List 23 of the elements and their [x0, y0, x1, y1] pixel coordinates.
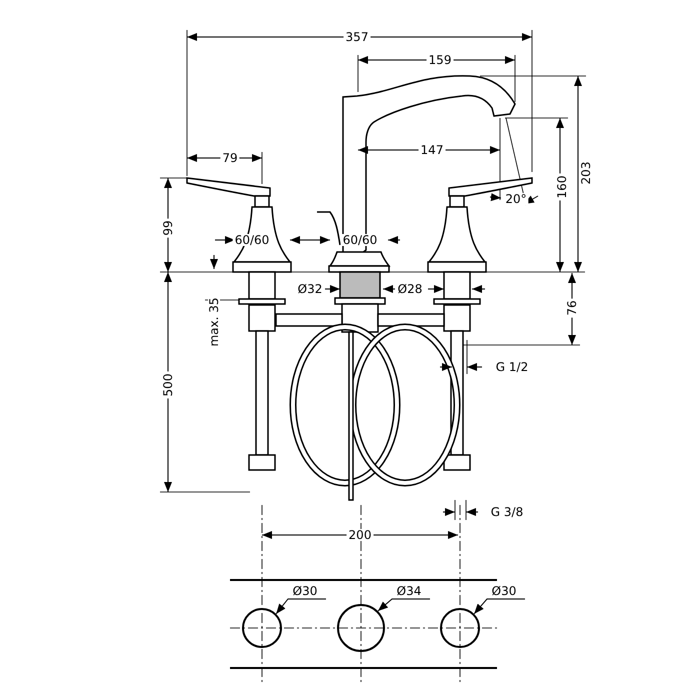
dimension-text: 357 [344, 31, 370, 43]
dimension-text: 200 [346, 529, 374, 541]
dimension-text: Ø30 [292, 585, 318, 597]
dimension-text: Ø34 [396, 585, 422, 597]
dimension-text: Ø30 [492, 585, 516, 597]
dimension-text: 79 [220, 152, 240, 164]
leader-line [377, 598, 430, 612]
dimension-text: 147 [418, 144, 446, 156]
dimension-text: 20° [503, 193, 529, 205]
dimension-text: 60/60 [340, 234, 380, 246]
dimension-text: 99 [162, 218, 174, 238]
dimension-text: G 1/2 [494, 361, 530, 373]
dimension-text: 60/60 [232, 234, 272, 246]
dimension-text: G 3/8 [488, 506, 526, 518]
leader-line [474, 598, 526, 614]
dimension-text: Ø28 [396, 283, 424, 295]
leader-line [276, 598, 326, 614]
dimension-text: 160 [556, 174, 568, 200]
dimension-text: 159 [426, 54, 454, 66]
dimension-text: 203 [580, 160, 592, 186]
dimension-text: Ø32 [296, 283, 324, 295]
dimension-text: 76 [566, 298, 578, 318]
dimension-text: 500 [162, 372, 174, 398]
